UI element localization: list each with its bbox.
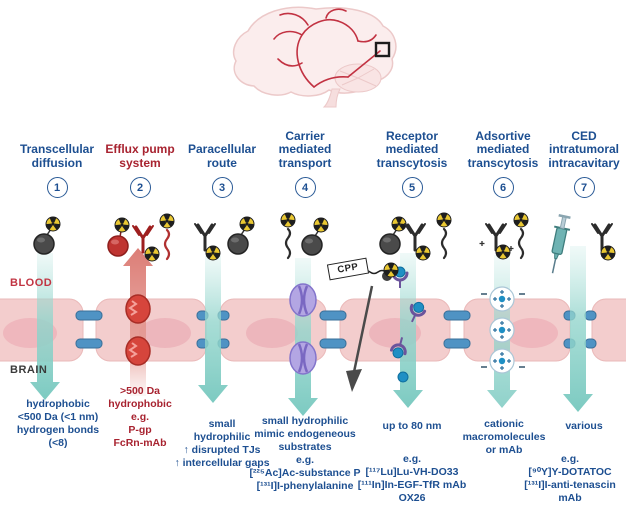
column-transcellular: Transcellular diffusion 1 <box>4 116 110 198</box>
column-carrier: Carrier mediated transport 4 <box>252 116 358 198</box>
cpp-arrow-shaft <box>352 285 374 373</box>
brain-zoom-square <box>374 41 391 58</box>
adsorptive-vesicles <box>481 286 525 374</box>
radioactive-icon <box>435 212 453 228</box>
radioactive-icon <box>143 246 161 262</box>
step-number-badge: 1 <box>46 177 68 198</box>
column-title: Adsortive mediated transcytosis <box>467 128 539 170</box>
column-paracellular: Paracellular route 3 <box>172 116 272 198</box>
step-number-badge: 4 <box>294 177 316 198</box>
column-ced: CED intratumoral intracavitary 7 <box>528 116 626 198</box>
step-number-badge: 7 <box>573 177 595 198</box>
column-title: Carrier mediated transport <box>278 128 332 170</box>
note-receptor: up to 80 nm <box>382 420 442 432</box>
efflux-pump-proteins <box>125 294 151 366</box>
column-title: Transcellular diffusion <box>19 142 95 170</box>
paracellular-arrow <box>198 255 228 403</box>
peptide-icon <box>440 227 448 260</box>
step-number-badge: 6 <box>492 177 514 198</box>
radioactive-icon <box>512 212 530 228</box>
radioactive-icon <box>382 262 400 278</box>
brain-illustration <box>232 6 397 108</box>
note-ced: various <box>565 420 603 432</box>
cationic-peptide-icon <box>517 227 525 260</box>
step-number-badge: 3 <box>211 177 233 198</box>
radiolabeled-molecule-icon <box>228 217 255 254</box>
peptide-icon <box>284 227 292 260</box>
cpp-arrowhead <box>346 369 362 392</box>
note-paracellular: small hydrophilic ↑ disrupted TJs ↑ inte… <box>174 418 270 469</box>
column-title: Receptor mediated transcytosis <box>376 128 448 170</box>
radiolabeled-small-molecule-icon <box>34 217 61 254</box>
examples-receptor: e.g. [¹¹⁷Lu]Lu-VH-DO33 [¹¹¹In]In-EGF-TfR… <box>357 453 467 504</box>
column-adsorptive: Adsortive mediated transcytosis 6 <box>448 116 558 198</box>
radiolabeled-molecule-icon <box>302 218 329 255</box>
column-receptor: Receptor mediated transcytosis 5 <box>352 116 472 198</box>
radioactive-icon <box>204 245 222 261</box>
efflux-substrate-icon <box>108 218 130 256</box>
column-title: Efflux pump system <box>105 142 175 170</box>
brain-label: BRAIN <box>10 364 48 376</box>
plus-charge <box>508 246 514 251</box>
radioactive-icon <box>279 212 297 228</box>
column-efflux: Efflux pump system 2 <box>92 116 188 198</box>
ced-arrow <box>563 246 593 412</box>
radioactive-icon <box>414 245 432 261</box>
minus-charges <box>481 293 525 368</box>
note-transcellular: hydrophobic <500 Da (<1 nm) hydrogen bon… <box>16 398 100 449</box>
radioactive-icon <box>599 245 617 261</box>
plus-charge <box>479 241 485 246</box>
brain-arteries <box>273 8 381 88</box>
radiolabeled-molecule-icon <box>380 217 407 254</box>
ligand-dot <box>397 371 409 383</box>
red-peptide-icon <box>163 228 171 261</box>
note-adsorptive: cationic macromolecules or mAb <box>462 418 546 456</box>
radioactive-icon <box>158 213 176 229</box>
examples-ced: e.g. [⁹⁰Y]Y-DOTATOC [¹³¹I]I-anti-tenasci… <box>524 453 616 504</box>
carrier-transporters <box>289 283 317 375</box>
column-title: Paracellular route <box>187 142 257 170</box>
note-efflux: >500 Da hydrophobic e.g. P-gp FcRn-mAb <box>108 385 172 449</box>
transcellular-arrow <box>30 253 60 400</box>
note-carrier: small hydrophilic mimic endogeneous subs… <box>249 415 361 492</box>
step-number-badge: 5 <box>401 177 423 198</box>
syringe-icon <box>551 214 571 274</box>
blood-label: BLOOD <box>10 277 53 289</box>
step-number-badge: 2 <box>129 177 151 198</box>
cpp-penetration <box>346 262 400 392</box>
column-title: CED intratumoral intracavitary <box>548 128 620 170</box>
receptor-ligand-complexes <box>388 265 429 383</box>
tracer-icons <box>34 212 617 274</box>
radioactive-icon <box>494 244 512 260</box>
receptor-arrow <box>393 253 423 408</box>
